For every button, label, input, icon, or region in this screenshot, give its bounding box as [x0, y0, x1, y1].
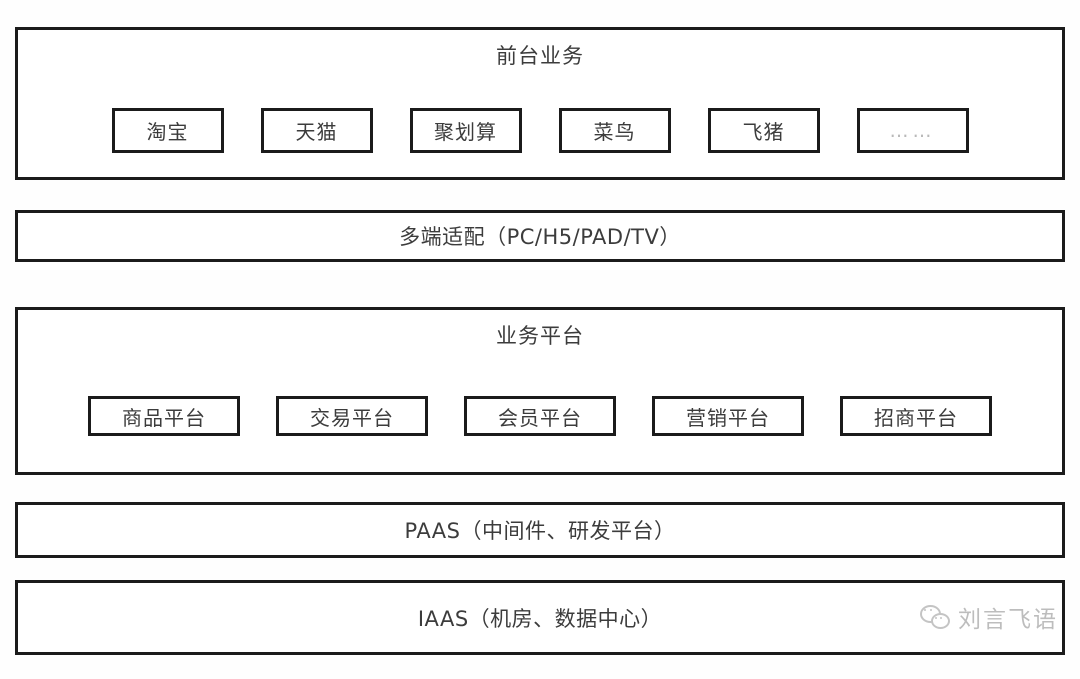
- business-platform-item-row: 商品平台 交易平台 会员平台 营销平台 招商平台: [18, 396, 1062, 436]
- business-platform-item-merchant-recruit[interactable]: 招商平台: [840, 396, 992, 436]
- layer-business-platform: 业务平台 商品平台 交易平台 会员平台 营销平台 招商平台: [15, 307, 1065, 475]
- layer-paas: PAAS（中间件、研发平台）: [15, 502, 1065, 558]
- layer-multi-terminal-adapter: 多端适配（PC/H5/PAD/TV）: [15, 210, 1065, 262]
- layer-paas-title: PAAS（中间件、研发平台）: [404, 519, 676, 543]
- layer-iaas: IAAS（机房、数据中心）: [15, 580, 1065, 655]
- front-stage-item-fliggy[interactable]: 飞猪: [707, 108, 820, 153]
- layer-business-platform-title: 业务平台: [496, 324, 584, 348]
- front-stage-item-taobao[interactable]: 淘宝: [111, 108, 224, 153]
- layer-front-stage: 前台业务 淘宝 天猫 聚划算 菜鸟 飞猪 ……: [15, 27, 1065, 180]
- layer-front-stage-title: 前台业务: [496, 44, 584, 68]
- front-stage-item-tmall[interactable]: 天猫: [260, 108, 373, 153]
- business-platform-item-member[interactable]: 会员平台: [464, 396, 616, 436]
- front-stage-item-juhuasuan[interactable]: 聚划算: [409, 108, 522, 153]
- layer-multi-terminal-adapter-title: 多端适配（PC/H5/PAD/TV）: [399, 225, 681, 249]
- business-platform-item-marketing[interactable]: 营销平台: [652, 396, 804, 436]
- front-stage-item-cainiao[interactable]: 菜鸟: [558, 108, 671, 153]
- business-platform-item-commodity[interactable]: 商品平台: [88, 396, 240, 436]
- business-platform-item-transaction[interactable]: 交易平台: [276, 396, 428, 436]
- front-stage-item-row: 淘宝 天猫 聚划算 菜鸟 飞猪 ……: [18, 108, 1062, 153]
- layer-iaas-title: IAAS（机房、数据中心）: [417, 606, 663, 631]
- front-stage-item-more[interactable]: ……: [856, 108, 969, 153]
